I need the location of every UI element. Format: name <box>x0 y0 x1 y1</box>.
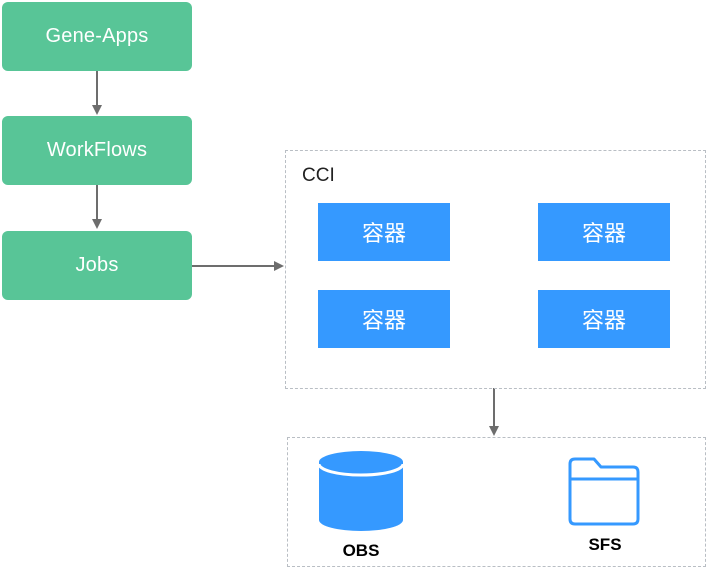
workflows-box: WorkFlows <box>2 116 192 185</box>
jobs-label: Jobs <box>75 254 119 276</box>
cci-group: CCI 容器 容器 容器 容器 <box>285 150 706 389</box>
sfs-label: SFS <box>588 535 622 554</box>
gene-apps-label: Gene-Apps <box>45 25 149 47</box>
container-label: 容器 <box>361 222 406 247</box>
container-label: 容器 <box>581 222 626 247</box>
storage-group <box>287 437 706 567</box>
container-label: 容器 <box>581 309 626 334</box>
database-icon <box>317 451 405 531</box>
folder-icon <box>568 457 640 526</box>
container-box: 容器 <box>318 290 450 348</box>
container-box: 容器 <box>538 203 670 261</box>
container-box: 容器 <box>318 203 450 261</box>
container-label: 容器 <box>361 309 406 334</box>
jobs-box: Jobs <box>2 231 192 300</box>
workflows-label: WorkFlows <box>46 139 148 161</box>
obs-label: OBS <box>342 541 380 560</box>
gene-apps-box: Gene-Apps <box>2 2 192 71</box>
cci-label: CCI <box>302 165 335 186</box>
container-box: 容器 <box>538 290 670 348</box>
